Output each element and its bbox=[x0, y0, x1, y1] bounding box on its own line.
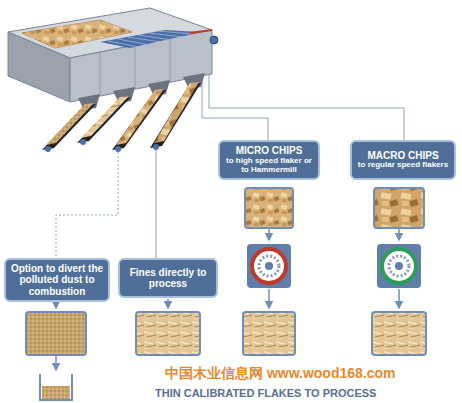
box-body: to regular speed flakers bbox=[356, 161, 450, 170]
watermark: 中国木业信息网 www.wood168.com bbox=[165, 365, 396, 383]
box-heading: Fines directly to process bbox=[124, 267, 212, 289]
process-box: Option to divert the polluted dust to co… bbox=[4, 258, 110, 302]
footer-note: THIN CALIBRATED FLAKES TO PROCESS bbox=[155, 387, 376, 399]
process-box: MICRO CHIPSto high speed flaker or to Ha… bbox=[218, 140, 320, 180]
box-heading: MACRO CHIPS bbox=[356, 150, 450, 161]
box-heading: Option to divert the polluted dust to co… bbox=[10, 263, 104, 297]
box-heading: MICRO CHIPS bbox=[224, 145, 314, 156]
process-box: MACRO CHIPSto regular speed flakers bbox=[350, 140, 456, 180]
process-box: Fines directly to process bbox=[118, 258, 218, 298]
box-body: to high speed flaker or to Hammermill bbox=[224, 157, 314, 175]
